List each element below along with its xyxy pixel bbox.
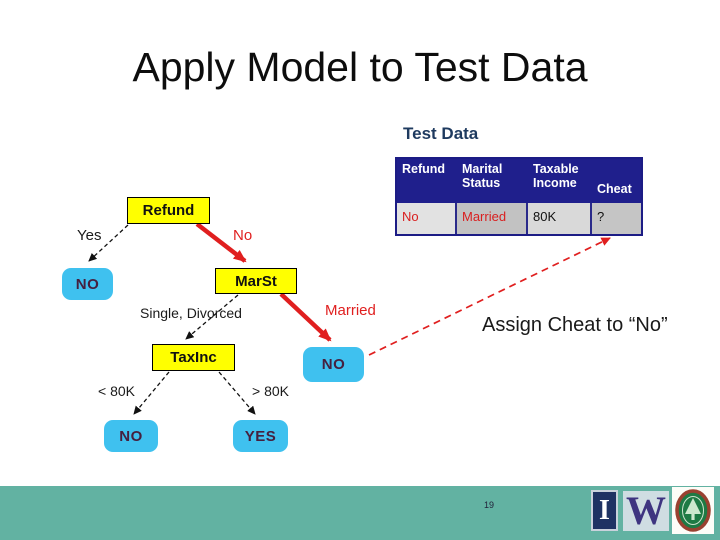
leaf-node-no-married: NO bbox=[303, 347, 364, 382]
edge-label-yes: Yes bbox=[77, 227, 102, 244]
test-data-label: Test Data bbox=[403, 124, 479, 143]
page-title: Apply Model to Test Data bbox=[132, 44, 588, 90]
assign-result-dashed-arrow bbox=[368, 237, 611, 356]
edge-label-married: Married bbox=[325, 302, 376, 319]
edge-yes-arrow bbox=[88, 224, 129, 262]
table-data-row: No Married 80K ? bbox=[397, 203, 641, 234]
seal-tree-icon bbox=[675, 489, 711, 532]
header-cheat: Cheat bbox=[597, 182, 632, 196]
edge-married-red-arrow bbox=[279, 292, 332, 342]
edge-label-no: No bbox=[233, 227, 253, 244]
edge-label-gt-80k: > 80K bbox=[252, 383, 289, 399]
table-header-row: Refund Marital Status Taxable Income Che… bbox=[397, 159, 641, 203]
page-number: 19 bbox=[484, 500, 495, 510]
header-taxable-income: Taxable Income bbox=[528, 159, 592, 203]
edge-single-divorced-arrow bbox=[185, 294, 239, 340]
cell-marital-value: Married bbox=[457, 203, 528, 234]
cell-refund-value: No bbox=[397, 203, 457, 234]
header-marital-status: Marital Status bbox=[457, 159, 528, 203]
leaf-node-no-low-income: NO bbox=[104, 420, 158, 452]
cell-cheat-value: ? bbox=[592, 203, 641, 234]
assign-cheat-annotation: Assign Cheat to “No” bbox=[482, 314, 668, 336]
edge-no-red-arrow bbox=[195, 222, 247, 263]
header-refund: Refund bbox=[397, 159, 457, 203]
footer-bar: 19 I W bbox=[0, 486, 720, 540]
illinois-i-logo-icon: I bbox=[591, 490, 618, 531]
test-data-table: Refund Marital Status Taxable Income Che… bbox=[395, 157, 643, 236]
leaf-node-yes-high-income: YES bbox=[233, 420, 288, 452]
edge-label-lt-80k: < 80K bbox=[98, 383, 135, 399]
university-seal-icon bbox=[672, 487, 714, 534]
washington-w-logo-icon: W bbox=[623, 491, 669, 531]
decision-node-taxinc: TaxInc bbox=[152, 344, 235, 371]
edge-lt80k-arrow bbox=[133, 371, 170, 415]
edge-label-single-divorced: Single, Divorced bbox=[140, 305, 242, 321]
leaf-node-no-refund-yes: NO bbox=[62, 268, 113, 300]
cell-income-value: 80K bbox=[528, 203, 592, 234]
decision-node-marst: MarSt bbox=[215, 268, 297, 294]
edge-gt80k-arrow bbox=[218, 371, 256, 415]
decision-node-refund: Refund bbox=[127, 197, 210, 224]
